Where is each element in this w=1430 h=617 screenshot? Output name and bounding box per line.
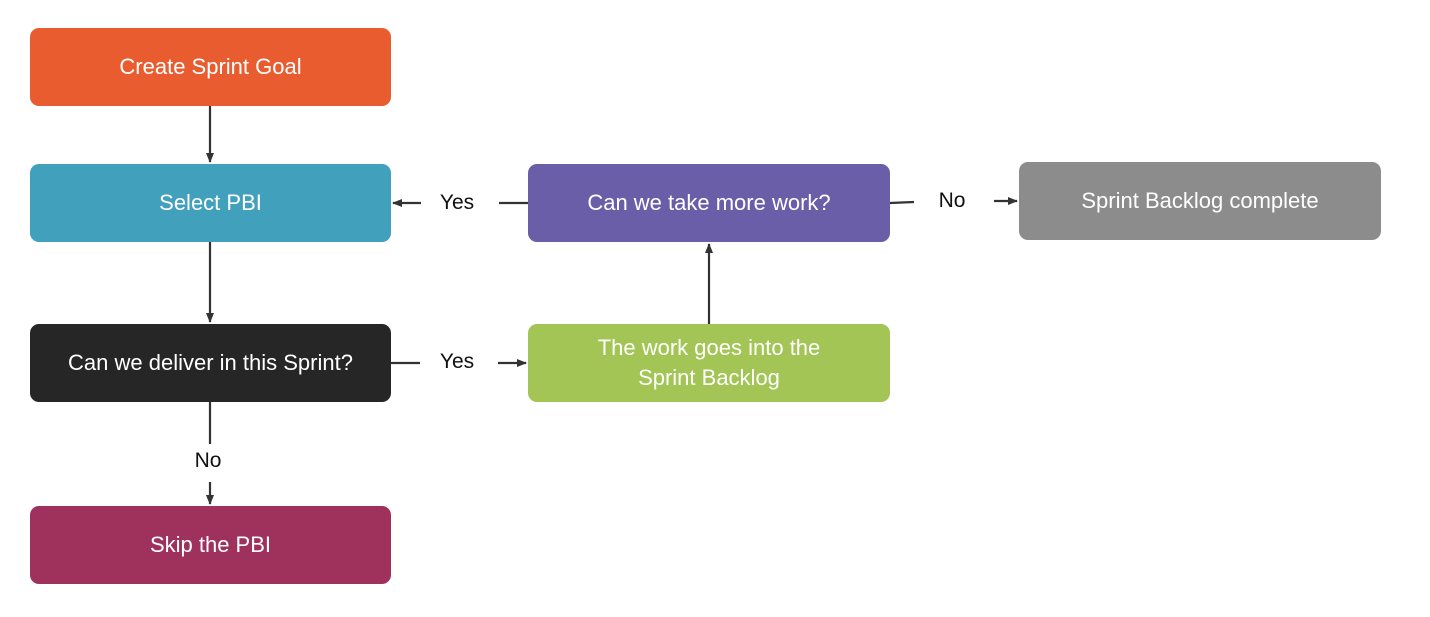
node-backlog-complete: Sprint Backlog complete	[1019, 162, 1381, 240]
node-work-into-backlog-label: The work goes into the Sprint Backlog	[597, 335, 821, 390]
edge-label-deliver-yes: Yes	[439, 350, 475, 373]
node-can-deliver: Can we deliver in this Sprint?	[30, 324, 391, 402]
node-skip-pbi-label: Skip the PBI	[149, 532, 272, 557]
edge-label-more-yes: Yes	[439, 191, 475, 214]
edge-label-deliver-no: No	[194, 449, 222, 472]
node-skip-pbi: Skip the PBI	[30, 506, 391, 584]
node-work-into-backlog: The work goes into the Sprint Backlog	[528, 324, 890, 402]
node-take-more-work-label: Can we take more work?	[587, 190, 831, 215]
node-backlog-complete-label: Sprint Backlog complete	[1081, 188, 1319, 213]
node-select-pbi: Select PBI	[30, 164, 391, 242]
connector-more-no-segment	[889, 200, 915, 205]
node-create-sprint-goal: Create Sprint Goal	[30, 28, 391, 106]
node-can-deliver-label: Can we deliver in this Sprint?	[68, 350, 353, 375]
node-take-more-work: Can we take more work?	[528, 164, 890, 242]
node-select-pbi-label: Select PBI	[159, 190, 262, 215]
node-create-sprint-goal-label: Create Sprint Goal	[119, 54, 302, 79]
edge-label-more-no: No	[938, 189, 966, 212]
